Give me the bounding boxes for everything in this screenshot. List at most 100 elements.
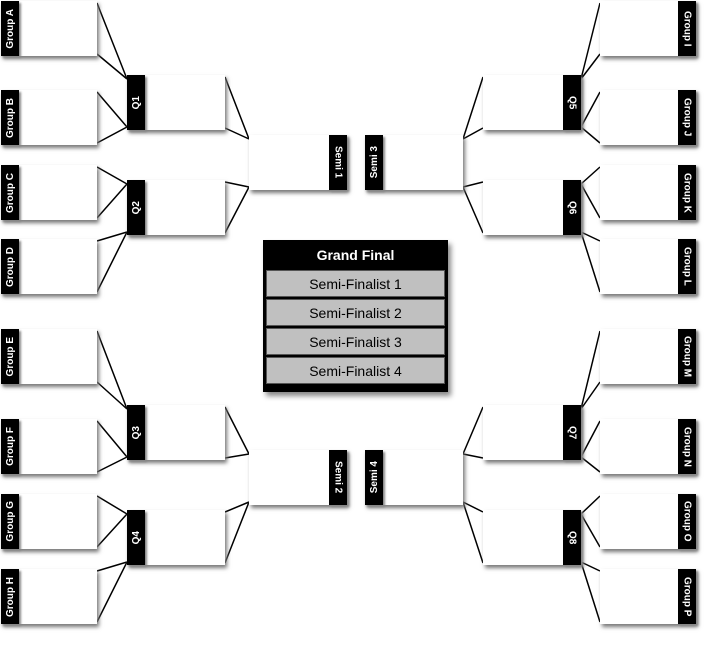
connector-Q4-S2-b — [224, 501, 250, 564]
connector-G-Q4-b — [96, 513, 128, 548]
group-k-label-tab: Group K — [678, 165, 696, 220]
group-c-label: Group C — [4, 172, 16, 213]
final-slot-2: Semi-Finalist 2 — [266, 299, 445, 326]
connector-O-Q8-b — [580, 513, 601, 548]
connector-Q3-S2-b — [224, 453, 250, 459]
quarter-q6-label-tab: Q6 — [563, 180, 581, 235]
connector-Q2-S1-b — [224, 186, 250, 234]
semi-s4-label-tab: Semi 4 — [365, 450, 383, 505]
connector-Q5-S3-b — [462, 127, 484, 140]
quarter-q3-label: Q3 — [130, 425, 142, 440]
connector-I-Q5-b — [580, 53, 601, 80]
connector-P-Q8-b — [580, 561, 601, 623]
final-slot-4: Semi-Finalist 4 — [266, 357, 445, 384]
connector-Q4-S2-a — [224, 501, 250, 513]
connector-A-Q1-a — [96, 2, 128, 80]
final-slot-1: Semi-Finalist 1 — [266, 270, 445, 297]
semi-s2-label-tab: Semi 2 — [329, 450, 347, 505]
quarter-q2-label-tab: Q2 — [127, 180, 145, 235]
connector-B-Q1-a — [96, 91, 128, 128]
quarter-q6-label: Q6 — [566, 200, 578, 215]
semi-s1-label: Semi 1 — [332, 146, 344, 179]
semi-s4-label: Semi 4 — [368, 461, 380, 494]
group-e-label-tab: Group E — [1, 329, 19, 384]
group-n-label: Group N — [681, 426, 693, 467]
group-c-label-tab: Group C — [1, 165, 19, 220]
group-l-label: Group L — [681, 247, 693, 286]
connector-Q8-S4-a — [462, 501, 484, 513]
connector-D-Q2-b — [96, 231, 128, 293]
quarter-q7-label-tab: Q7 — [563, 405, 581, 460]
connector-J-Q5-a — [580, 91, 601, 128]
connector-Q8-S4-b — [462, 501, 484, 564]
quarter-q5-label: Q5 — [566, 95, 578, 110]
final-slot-3: Semi-Finalist 3 — [266, 328, 445, 355]
group-a-label-tab: Group A — [1, 1, 19, 56]
group-b-label-tab: Group B — [1, 90, 19, 145]
group-d-label: Group D — [4, 246, 16, 287]
group-d-label-tab: Group D — [1, 239, 19, 294]
quarter-q8-label-tab: Q8 — [563, 510, 581, 565]
quarter-q4-label-tab: Q4 — [127, 510, 145, 565]
connector-J-Q5-b — [580, 126, 601, 144]
group-p-label-tab: Group P — [678, 569, 696, 624]
quarter-q3-label-tab: Q3 — [127, 405, 145, 460]
quarter-q7-label: Q7 — [566, 425, 578, 440]
group-o-label: Group O — [681, 501, 693, 542]
connector-Q7-S4-a — [462, 406, 484, 455]
group-g-label: Group G — [4, 501, 16, 542]
group-i-label: Group I — [681, 10, 693, 47]
connector-N-Q7-a — [580, 420, 601, 458]
semi-s1-label-tab: Semi 1 — [329, 135, 347, 190]
connector-H-Q4-a — [96, 561, 128, 572]
connector-Q5-S3-a — [462, 76, 484, 140]
group-o-label-tab: Group O — [678, 494, 696, 549]
group-j-label: Group J — [681, 98, 693, 137]
group-k-label: Group K — [681, 172, 693, 213]
connector-Q2-S1-a — [224, 181, 250, 188]
group-l-label-tab: Group L — [678, 239, 696, 294]
connector-C-Q2-b — [96, 183, 128, 219]
group-j-label-tab: Group J — [678, 90, 696, 145]
connector-Q7-S4-b — [462, 453, 484, 459]
quarter-q2-label: Q2 — [130, 200, 142, 215]
connector-Q1-S1-a — [224, 76, 250, 140]
semi-s2-label: Semi 2 — [332, 461, 344, 494]
group-b-label: Group B — [4, 97, 16, 138]
connector-M-Q7-b — [580, 381, 601, 410]
connector-L-Q6-b — [580, 231, 601, 293]
connector-C-Q2-a — [96, 166, 128, 185]
grand-final-title: Grand Final — [316, 247, 395, 263]
connector-Q1-S1-b — [224, 127, 250, 140]
group-i-label-tab: Group I — [678, 1, 696, 56]
connector-E-Q3-a — [96, 330, 128, 410]
connector-G-Q4-a — [96, 495, 128, 515]
group-m-label-tab: Group M — [678, 329, 696, 384]
connector-H-Q4-b — [96, 561, 128, 623]
connector-Q6-S3-a — [462, 181, 484, 188]
grand-final-box: Grand Final Semi-Finalist 1 Semi-Finalis… — [263, 240, 448, 392]
connector-D-Q2-a — [96, 231, 128, 242]
connector-P-Q8-a — [580, 561, 601, 572]
semi-s3-label: Semi 3 — [368, 146, 380, 179]
group-f-label: Group F — [4, 427, 16, 466]
connector-M-Q7-a — [580, 330, 601, 410]
group-h-label-tab: Group H — [1, 569, 19, 624]
connector-F-Q3-b — [96, 456, 128, 473]
connector-B-Q1-b — [96, 126, 128, 144]
connector-Q3-S2-a — [224, 406, 250, 455]
semi-s3-label-tab: Semi 3 — [365, 135, 383, 190]
quarter-q5-label-tab: Q5 — [563, 75, 581, 130]
quarter-q1-label: Q1 — [130, 95, 142, 110]
group-e-label: Group E — [4, 336, 16, 377]
connector-E-Q3-b — [96, 381, 128, 410]
connector-O-Q8-a — [580, 495, 601, 515]
connector-Q6-S3-b — [462, 186, 484, 234]
group-n-label-tab: Group N — [678, 419, 696, 474]
quarter-q8-label: Q8 — [566, 530, 578, 545]
connector-N-Q7-b — [580, 456, 601, 473]
group-g-label-tab: Group G — [1, 494, 19, 549]
group-m-label: Group M — [681, 335, 693, 378]
connector-L-Q6-a — [580, 231, 601, 242]
